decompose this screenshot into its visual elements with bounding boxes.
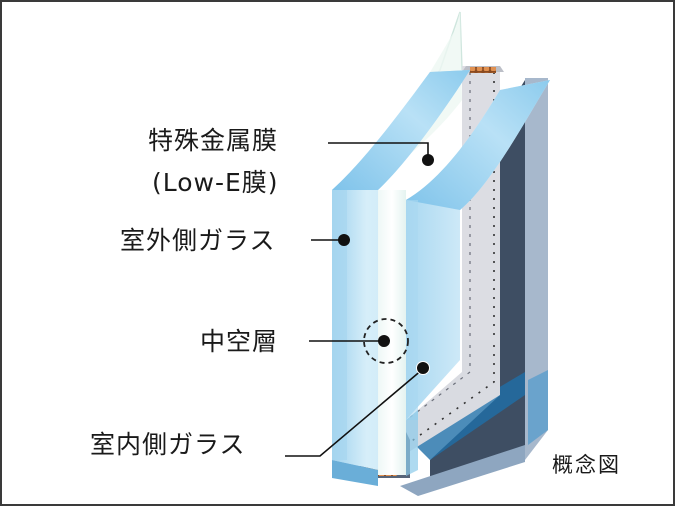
leader-air-layer bbox=[309, 318, 409, 364]
label-air-layer: 中空層 bbox=[200, 327, 279, 356]
air-layer-marker-dot bbox=[378, 335, 390, 347]
frame-side-face bbox=[525, 78, 548, 460]
leader-inner-glass bbox=[285, 361, 430, 457]
leader-low-e bbox=[328, 142, 434, 166]
air-layer-dashed-circle bbox=[363, 318, 409, 364]
inner-glass-pane bbox=[406, 80, 550, 420]
label-low-e-film: 特殊金属膜 bbox=[148, 126, 279, 155]
label-inner-glass: 室内側ガラス bbox=[90, 430, 246, 459]
frame-dark-face bbox=[430, 80, 525, 486]
outer-glass-marker-dot bbox=[338, 234, 350, 246]
caption-conceptual-diagram: 概念図 bbox=[552, 453, 621, 477]
low-e-marker-dot bbox=[422, 154, 434, 166]
label-outer-glass: 室外側ガラス bbox=[120, 226, 276, 255]
leader-outer-glass bbox=[311, 234, 350, 246]
label-low-e-film-sub: (Low-E膜) bbox=[152, 168, 279, 197]
air-layer bbox=[378, 190, 406, 475]
